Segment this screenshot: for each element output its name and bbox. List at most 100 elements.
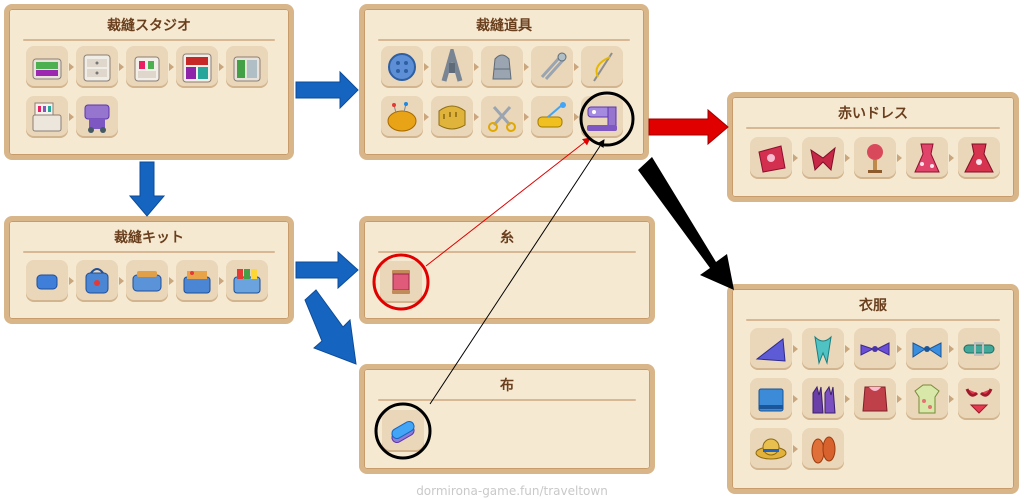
chevron-right-icon — [524, 63, 529, 71]
chevron-right-icon — [574, 113, 579, 121]
chevron-right-icon — [69, 113, 74, 121]
chevron-right-icon — [474, 113, 479, 121]
pink-thread-spool-icon — [392, 270, 410, 294]
sewing-basket-icon — [183, 271, 211, 294]
zipper-icon — [441, 49, 463, 82]
sandals-icon — [811, 436, 836, 464]
chevron-right-icon — [219, 63, 224, 71]
chevron-right-icon — [897, 154, 902, 162]
panel-thread: 糸 — [359, 216, 655, 324]
chevron-right-icon — [474, 63, 479, 71]
chevron-right-icon — [793, 445, 798, 453]
green-belt-icon — [963, 342, 995, 356]
item-slot — [76, 96, 118, 138]
sewing-station-icon — [84, 104, 110, 133]
divider — [378, 39, 630, 41]
chevron-right-icon — [949, 345, 954, 353]
sewing-desk-icon — [32, 102, 62, 132]
chevron-right-icon — [169, 277, 174, 285]
item-slot — [958, 137, 1000, 179]
connector-cloth-to-machine — [429, 139, 605, 405]
drawer-box-icon — [32, 58, 62, 80]
arrow-kit-to-cloth — [304, 289, 357, 365]
item-slot — [26, 260, 68, 302]
blue-towel-icon — [758, 388, 784, 412]
sewing-machine-icon — [587, 106, 617, 131]
item-slot — [381, 96, 423, 138]
panel-title: 糸 — [500, 230, 514, 246]
chevron-right-icon — [793, 345, 798, 353]
arrow-tools-to-dress — [648, 108, 729, 146]
watermark: dormirona-game.fun/traveltown — [416, 484, 608, 498]
red-bikini-icon — [965, 388, 993, 414]
item-slot — [380, 261, 422, 303]
chevron-right-icon — [793, 154, 798, 162]
sewing-case-icon — [132, 271, 162, 292]
straw-hat-icon — [755, 438, 787, 460]
item-slot — [76, 46, 118, 88]
needle-thread-icon — [593, 52, 613, 82]
chevron-right-icon — [119, 277, 124, 285]
panel-title: 裁縫道具 — [476, 18, 532, 34]
item-slot — [226, 260, 268, 302]
arrow-studio-to-tools — [295, 70, 359, 110]
item-slot — [26, 46, 68, 88]
thimble-icon — [492, 54, 512, 80]
chevron-right-icon — [574, 63, 579, 71]
item-slot — [958, 328, 1000, 370]
panel-title: 裁縫キット — [114, 230, 184, 246]
divider — [378, 251, 636, 253]
button-icon — [388, 53, 416, 81]
item-slot — [531, 96, 573, 138]
item-slot — [906, 328, 948, 370]
chevron-right-icon — [845, 395, 850, 403]
divider — [378, 399, 636, 401]
tape-measure-icon — [438, 105, 466, 130]
highlight-fabric-rolls — [374, 402, 432, 460]
item-slot — [26, 96, 68, 138]
divider — [23, 39, 275, 41]
safety-pin-icon — [540, 52, 567, 81]
item-slot — [802, 328, 844, 370]
arrow-studio-to-kit — [128, 161, 166, 217]
connector-thread-to-machine — [425, 137, 591, 267]
divider — [746, 127, 1000, 129]
chevron-right-icon — [69, 277, 74, 285]
divider — [23, 251, 275, 253]
item-slot — [481, 46, 523, 88]
item-slot — [176, 46, 218, 88]
purple-gloves-icon — [812, 385, 836, 414]
item-slot — [76, 260, 118, 302]
item-slot — [531, 46, 573, 88]
blue-bow-icon — [912, 342, 942, 358]
item-slot — [958, 378, 1000, 420]
teal-scarf-icon — [814, 335, 832, 365]
item-slot — [431, 96, 473, 138]
arrow-tools-to-clothes — [638, 157, 734, 290]
item-slot — [854, 137, 896, 179]
chevron-right-icon — [949, 154, 954, 162]
panel-title: 衣服 — [859, 298, 887, 314]
panel-title: 赤いドレス — [838, 106, 908, 122]
item-slot — [126, 260, 168, 302]
item-slot — [176, 260, 218, 302]
red-cloth-icon — [758, 145, 786, 173]
highlight-sewing-machine — [579, 91, 635, 147]
item-slot — [854, 378, 896, 420]
red-ribbon-icon — [810, 146, 836, 172]
full-sewing-box-icon — [233, 269, 261, 294]
red-dress-icon — [914, 143, 940, 173]
panel-title: 裁縫スタジオ — [107, 18, 191, 34]
open-cabinet-icon — [182, 53, 212, 83]
chevron-right-icon — [897, 345, 902, 353]
item-slot — [226, 46, 268, 88]
item-slot — [750, 378, 792, 420]
sewing-bag-icon — [85, 268, 109, 294]
item-slot — [802, 428, 844, 470]
item-slot — [481, 96, 523, 138]
pincushion-icon — [387, 102, 417, 132]
highlight-thread-spool — [372, 253, 430, 311]
item-slot — [854, 328, 896, 370]
chevron-right-icon — [845, 345, 850, 353]
